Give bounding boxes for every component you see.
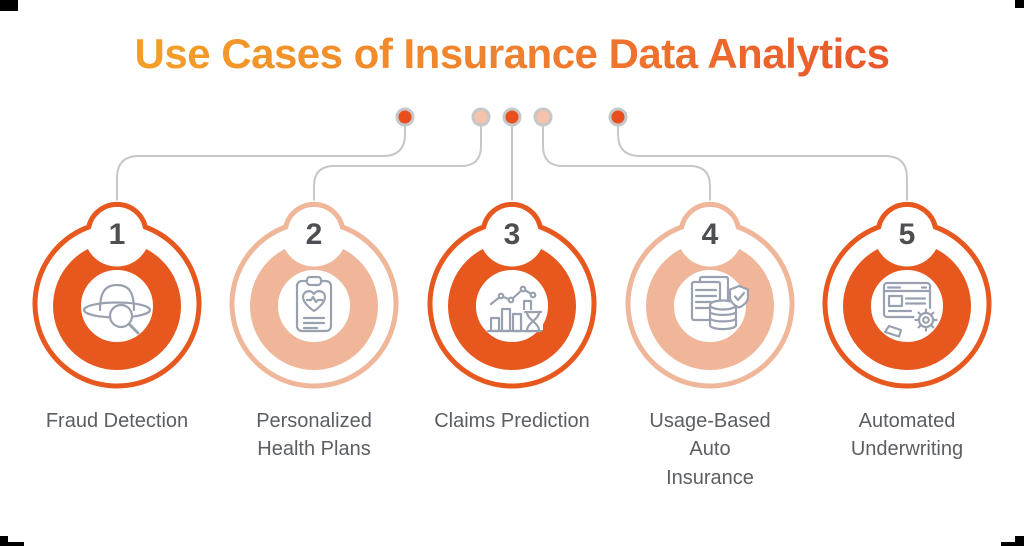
connector-line-1 bbox=[116, 126, 406, 205]
health-plan-clipboard-icon bbox=[295, 275, 333, 333]
node-dot-2 bbox=[471, 107, 491, 127]
node-dot-5 bbox=[608, 107, 628, 127]
use-case-node-4: 4 bbox=[610, 190, 810, 390]
crop-mark-bottom-right bbox=[1015, 536, 1024, 546]
node-dot-4 bbox=[533, 107, 553, 127]
prediction-chart-hourglass-icon bbox=[486, 285, 543, 333]
use-case-node-5: 5 bbox=[807, 190, 1007, 390]
use-case-label-4: Usage-Based Auto Insurance bbox=[649, 410, 771, 489]
badge-number-5: 5 bbox=[899, 218, 916, 251]
badge-graphic-4: 4 bbox=[625, 200, 795, 389]
page-title: Use Cases of Insurance Data Analytics bbox=[0, 30, 1024, 78]
badge-number-2: 2 bbox=[306, 218, 323, 251]
crop-mark-bottom-left bbox=[0, 536, 8, 546]
badge-graphic-5: 5 bbox=[822, 200, 992, 389]
badge-number-3: 3 bbox=[504, 218, 521, 251]
connector-line-2 bbox=[313, 126, 482, 205]
badge-number-1: 1 bbox=[109, 218, 126, 251]
use-case-label-3: Claims Prediction bbox=[434, 410, 590, 432]
crop-mark-top-left bbox=[0, 0, 18, 11]
connector-line-5 bbox=[617, 126, 908, 205]
data-document-shield-icon bbox=[690, 275, 750, 331]
crop-mark-bottom-right-bar bbox=[1001, 542, 1024, 546]
use-case-node-2: 2 bbox=[214, 190, 414, 390]
node-dot-1 bbox=[395, 107, 415, 127]
connector-line-4 bbox=[542, 126, 711, 205]
badge-graphic-2: 2 bbox=[229, 200, 399, 389]
use-case-node-1: 1 bbox=[17, 190, 217, 390]
badge-graphic-3: 3 bbox=[427, 200, 597, 389]
document-gear-pencil-icon bbox=[882, 281, 938, 338]
spy-hat-magnifier-icon bbox=[82, 283, 152, 335]
node-dot-3 bbox=[502, 107, 522, 127]
use-case-label-1: Fraud Detection bbox=[45, 410, 189, 432]
crop-mark-top-right bbox=[1015, 0, 1024, 8]
use-case-node-3: 3 bbox=[412, 190, 612, 390]
badge-number-4: 4 bbox=[702, 218, 719, 251]
use-case-label-5: Automated Underwriting bbox=[850, 410, 964, 461]
crop-mark-bottom-left-bar bbox=[0, 542, 24, 546]
use-case-label-2: Personalized Health Plans bbox=[256, 410, 372, 461]
badge-graphic-1: 1 bbox=[32, 200, 202, 389]
